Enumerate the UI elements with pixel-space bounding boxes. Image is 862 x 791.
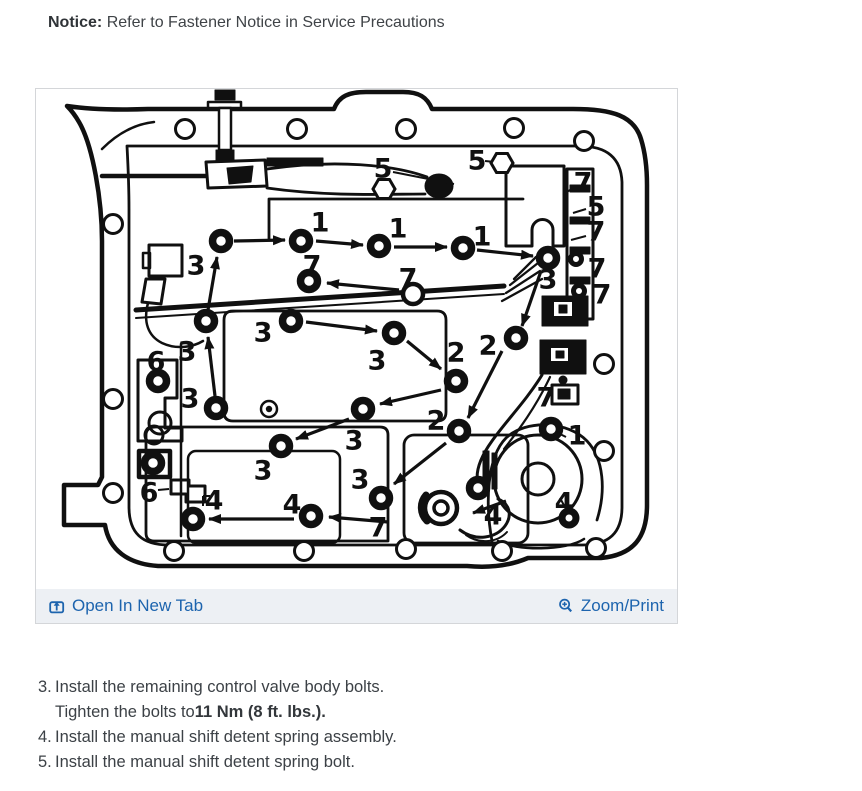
svg-text:2: 2 — [479, 331, 498, 362]
svg-text:4: 4 — [555, 488, 574, 519]
open-in-new-tab-link[interactable]: Open In New Tab — [49, 596, 203, 616]
step-number: 4. — [38, 728, 52, 746]
substep-text: Tighten the bolts to — [55, 703, 195, 721]
svg-text:5: 5 — [374, 154, 393, 185]
svg-text:3: 3 — [254, 318, 273, 349]
instruction-step: 5. Install the manual shift detent sprin… — [38, 750, 397, 775]
step-number: 3. — [38, 678, 52, 696]
svg-text:3: 3 — [254, 456, 273, 487]
svg-text:5: 5 — [587, 192, 606, 223]
numbered-bolts — [140, 228, 587, 532]
sequence-arrows — [204, 235, 543, 524]
svg-text:7: 7 — [537, 383, 556, 414]
notice-text: Refer to Fastener Notice in Service Prec… — [106, 14, 445, 31]
open-in-new-tab-icon — [49, 600, 65, 613]
open-in-new-tab-label: Open In New Tab — [72, 596, 204, 615]
instruction-step: 4. Install the manual shift detent sprin… — [38, 725, 397, 750]
torque-spec: 11 Nm (8 ft. lbs.). — [194, 703, 326, 721]
svg-text:7: 7 — [588, 254, 607, 285]
zoom-print-link[interactable]: Zoom/Print — [558, 596, 664, 616]
step-text: Install the remaining control valve body… — [55, 678, 385, 696]
svg-text:2: 2 — [447, 338, 466, 369]
svg-text:3: 3 — [539, 265, 558, 296]
perimeter-bolt-holes — [102, 117, 615, 562]
svg-text:7: 7 — [303, 251, 322, 282]
svg-text:7: 7 — [593, 280, 612, 311]
instruction-step: 3. Install the remaining control valve b… — [38, 675, 397, 700]
svg-text:3: 3 — [187, 251, 206, 282]
svg-text:5: 5 — [468, 146, 487, 177]
notice-label: Notice: — [48, 14, 103, 31]
svg-text:3: 3 — [181, 384, 200, 415]
notice-line: Notice: Refer to Fastener Notice in Serv… — [48, 14, 445, 32]
svg-text:7: 7 — [587, 217, 606, 248]
svg-text:3: 3 — [345, 426, 364, 457]
hex-bolts — [371, 152, 515, 200]
svg-text:3: 3 — [178, 337, 197, 368]
svg-text:6: 6 — [147, 347, 166, 378]
svg-text:1: 1 — [568, 421, 587, 452]
svg-text:1: 1 — [389, 214, 408, 245]
svg-text:7: 7 — [369, 513, 388, 544]
svg-text:3: 3 — [368, 346, 387, 377]
svg-text:3: 3 — [351, 465, 370, 496]
instruction-list: 3. Install the remaining control valve b… — [38, 675, 397, 775]
svg-text:4: 4 — [283, 490, 302, 521]
step-text: Install the manual shift detent spring b… — [55, 753, 355, 771]
step-text: Install the manual shift detent spring a… — [55, 728, 397, 746]
figure-toolbar: Open In New Tab Zoom/Print — [36, 589, 677, 623]
svg-text:7: 7 — [574, 168, 593, 199]
svg-text:2: 2 — [427, 406, 446, 437]
svg-text:1: 1 — [473, 222, 492, 253]
svg-text:4: 4 — [205, 486, 224, 517]
zoom-print-icon — [559, 598, 572, 613]
step-number: 5. — [38, 753, 52, 771]
svg-text:6: 6 — [140, 478, 159, 509]
svg-text:4: 4 — [484, 501, 503, 532]
svg-text:1: 1 — [311, 208, 330, 239]
instruction-substep: Tighten the bolts to 11 Nm (8 ft. lbs.). — [55, 700, 397, 725]
svg-text:7: 7 — [399, 264, 418, 295]
zoom-print-label: Zoom/Print — [580, 596, 664, 615]
